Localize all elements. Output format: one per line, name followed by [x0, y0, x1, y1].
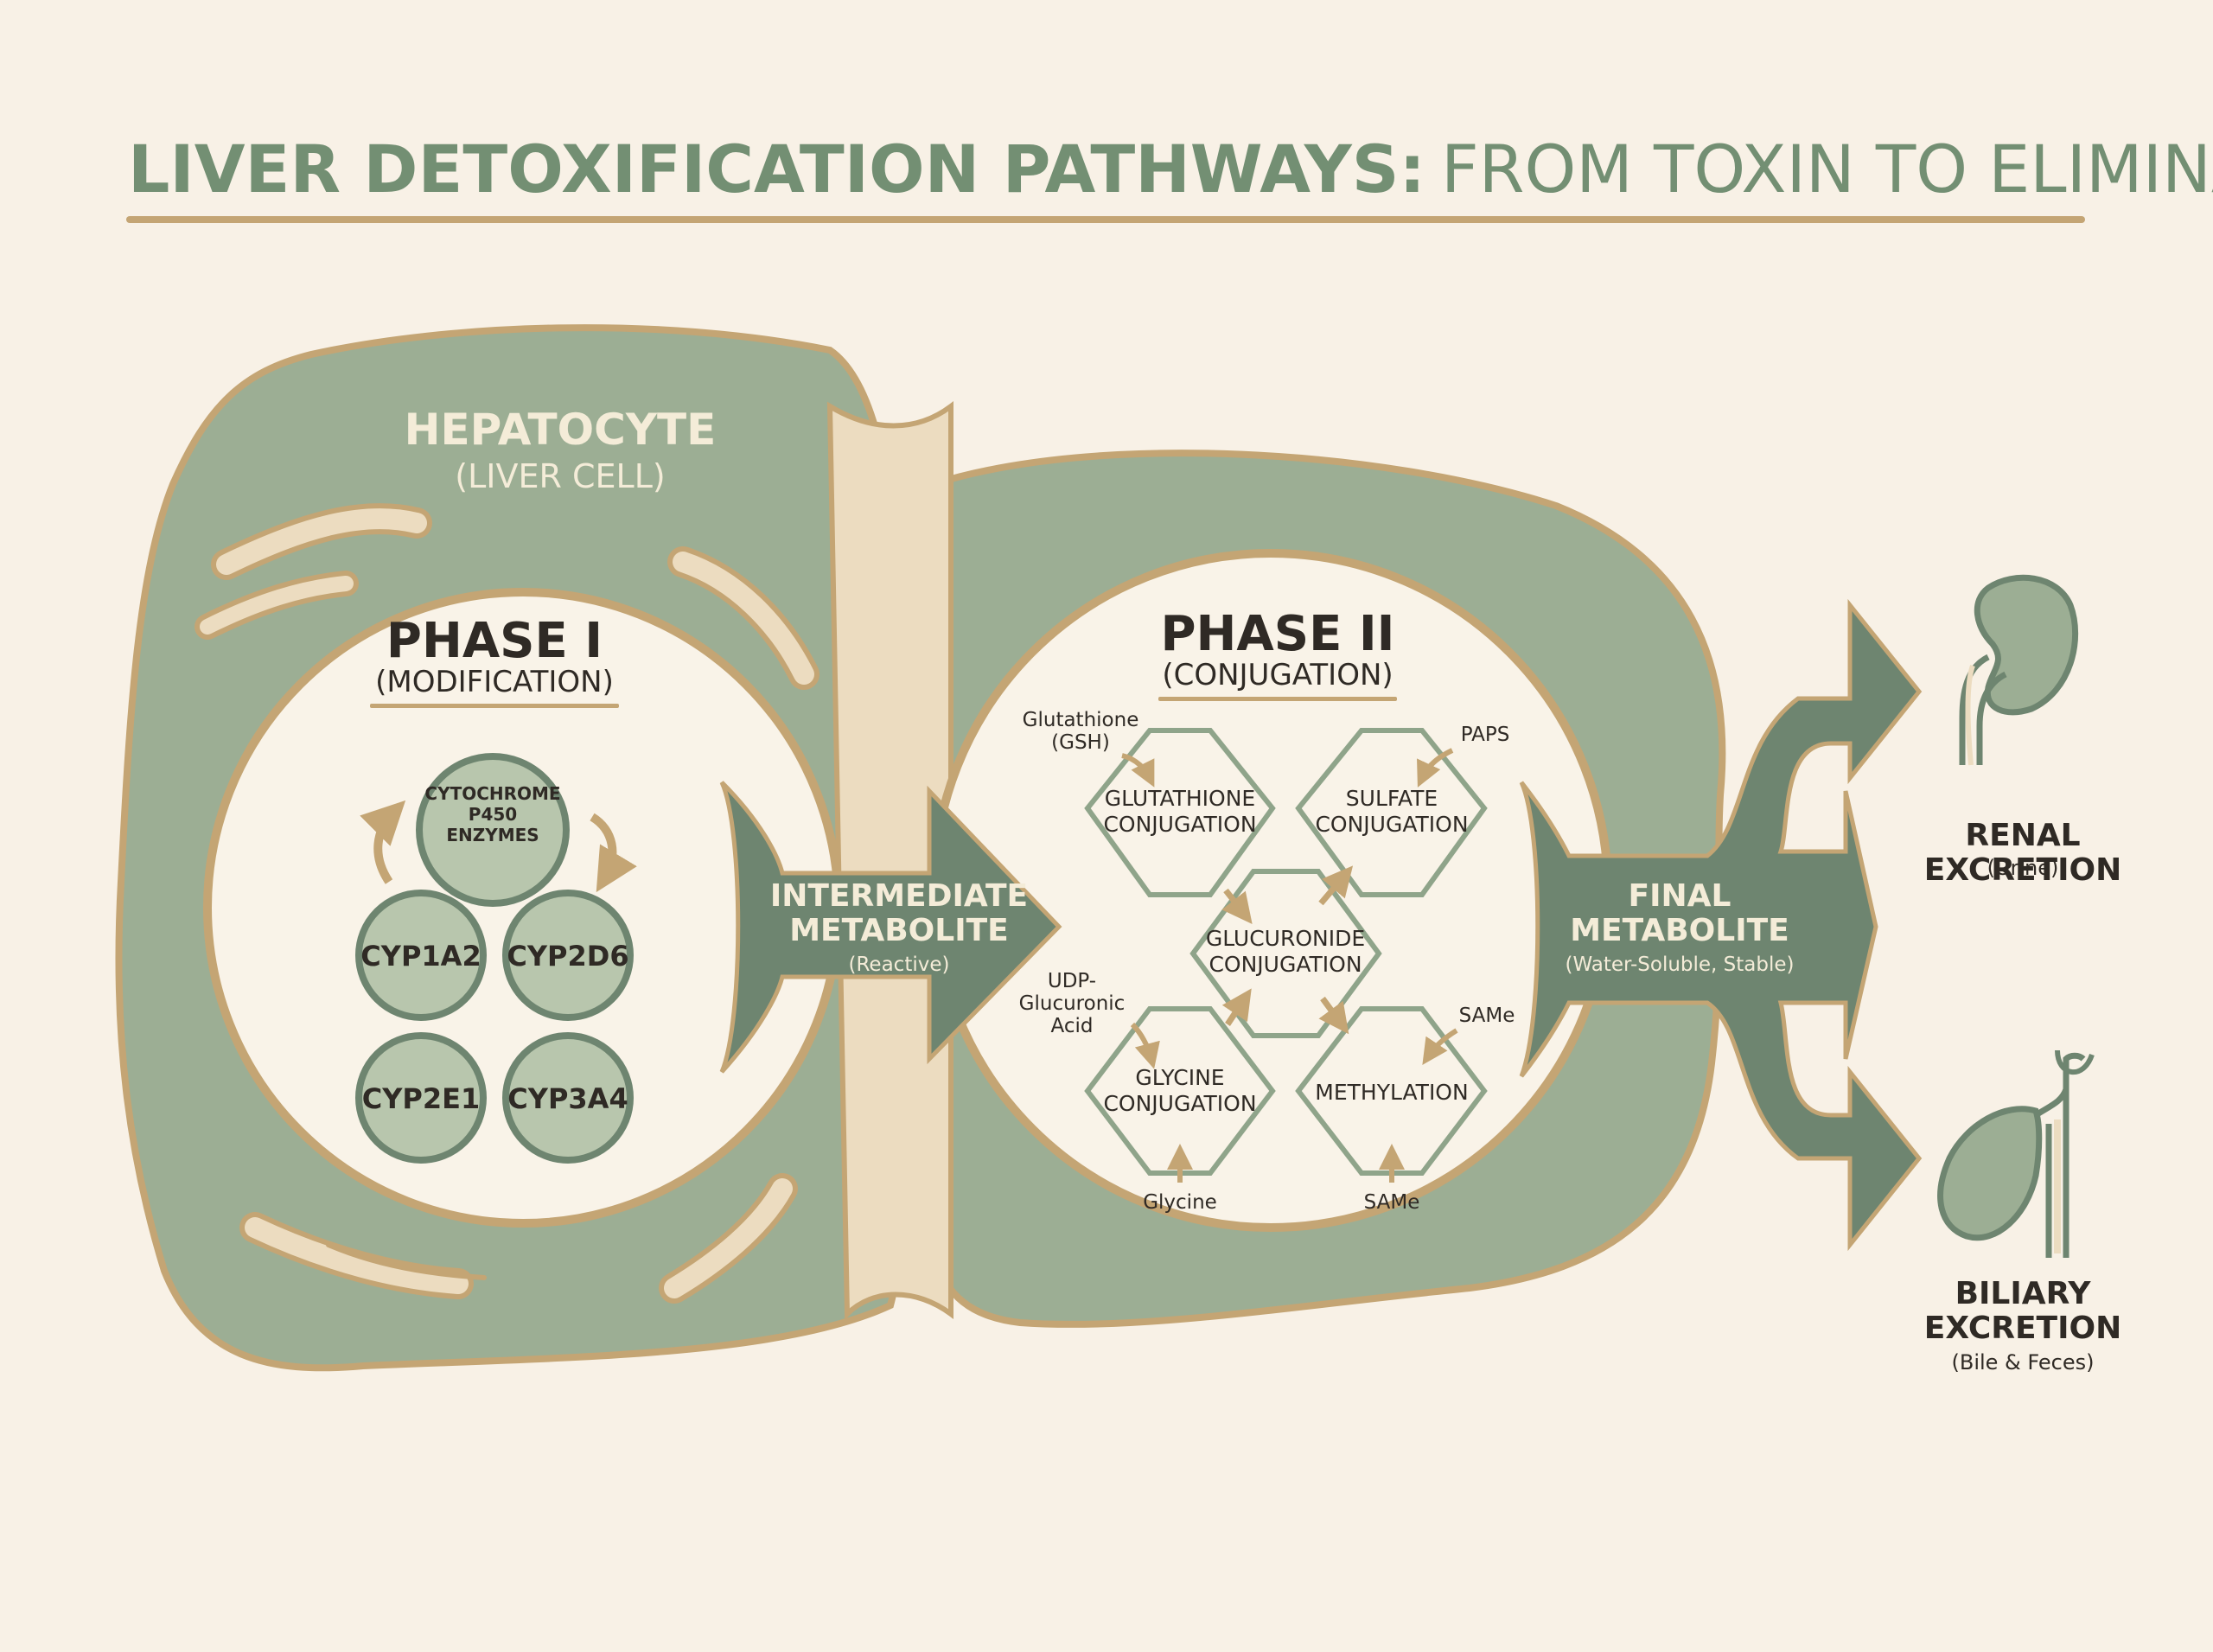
- hepatocyte-sublabel: (LIVER CELL): [455, 457, 665, 495]
- paps-arrow-icon: [1417, 748, 1454, 788]
- svg-text:(Water-Soluble, Stable): (Water-Soluble, Stable): [1565, 954, 1794, 976]
- svg-text:CYP2E1: CYP2E1: [362, 1082, 481, 1115]
- gsh-arrow-icon: [1121, 753, 1155, 788]
- substrate-glycine: Glycine: [1143, 1191, 1217, 1214]
- cyp2e1-node: CYP2E1: [355, 1032, 487, 1164]
- title-underline: [126, 216, 2085, 223]
- title-bold: LIVER DETOXIFICATION PATHWAYS:: [128, 131, 1425, 207]
- cycle-arrow-left-icon: [360, 800, 406, 884]
- cycle-arrow-right-icon: [590, 813, 637, 893]
- same-top-arrow-icon: [1422, 1028, 1458, 1065]
- substrate-paps: PAPS: [1461, 724, 1510, 746]
- substrate-same-bottom: SAMe: [1364, 1191, 1420, 1214]
- organelles: [195, 503, 820, 1304]
- page-title: LIVER DETOXIFICATION PATHWAYS:FROM TOXIN…: [128, 131, 2213, 207]
- biliary-excretion-sublabel: (Bile & Feces): [1952, 1350, 2095, 1375]
- svg-text:METHYLATION: METHYLATION: [1315, 1080, 1468, 1105]
- cyp3a4-node: CYP3A4: [502, 1032, 634, 1164]
- phase1-underline: [370, 704, 619, 708]
- cyp1a2-node: CYP1A2: [355, 890, 487, 1021]
- renal-excretion-sublabel: (Urine): [1987, 856, 2059, 880]
- gallbladder-icon: [1937, 1049, 2095, 1258]
- svg-text:CYP1A2: CYP1A2: [360, 940, 481, 973]
- svg-text:LIVER DETOXIFICATION PATHWAYS:: LIVER DETOXIFICATION PATHWAYS:FROM TOXIN…: [128, 131, 2213, 207]
- hex-connector-arrows: [1221, 865, 1354, 1035]
- substrate-gsh: Glutathione(GSH): [1023, 709, 1139, 754]
- svg-text:(Reactive): (Reactive): [849, 954, 950, 976]
- title-light: FROM TOXIN TO ELIMINATION: [1441, 131, 2213, 207]
- svg-text:CYP3A4: CYP3A4: [507, 1082, 628, 1115]
- kidney-icon: [1959, 574, 2079, 766]
- hepatocyte-label: HEPATOCYTE: [405, 405, 717, 455]
- phase2-subtitle: (CONJUGATION): [1162, 658, 1393, 692]
- phase1-title: PHASE I: [386, 613, 603, 669]
- udp-arrow-icon: [1130, 1022, 1160, 1069]
- phase2-title: PHASE II: [1160, 606, 1394, 662]
- svg-text:CYP2D6: CYP2D6: [507, 940, 628, 973]
- phase2-underline: [1158, 697, 1397, 701]
- cyp2d6-node: CYP2D6: [502, 890, 634, 1021]
- phase1-subtitle: (MODIFICATION): [375, 665, 614, 699]
- substrate-same-top: SAMe: [1459, 1005, 1515, 1027]
